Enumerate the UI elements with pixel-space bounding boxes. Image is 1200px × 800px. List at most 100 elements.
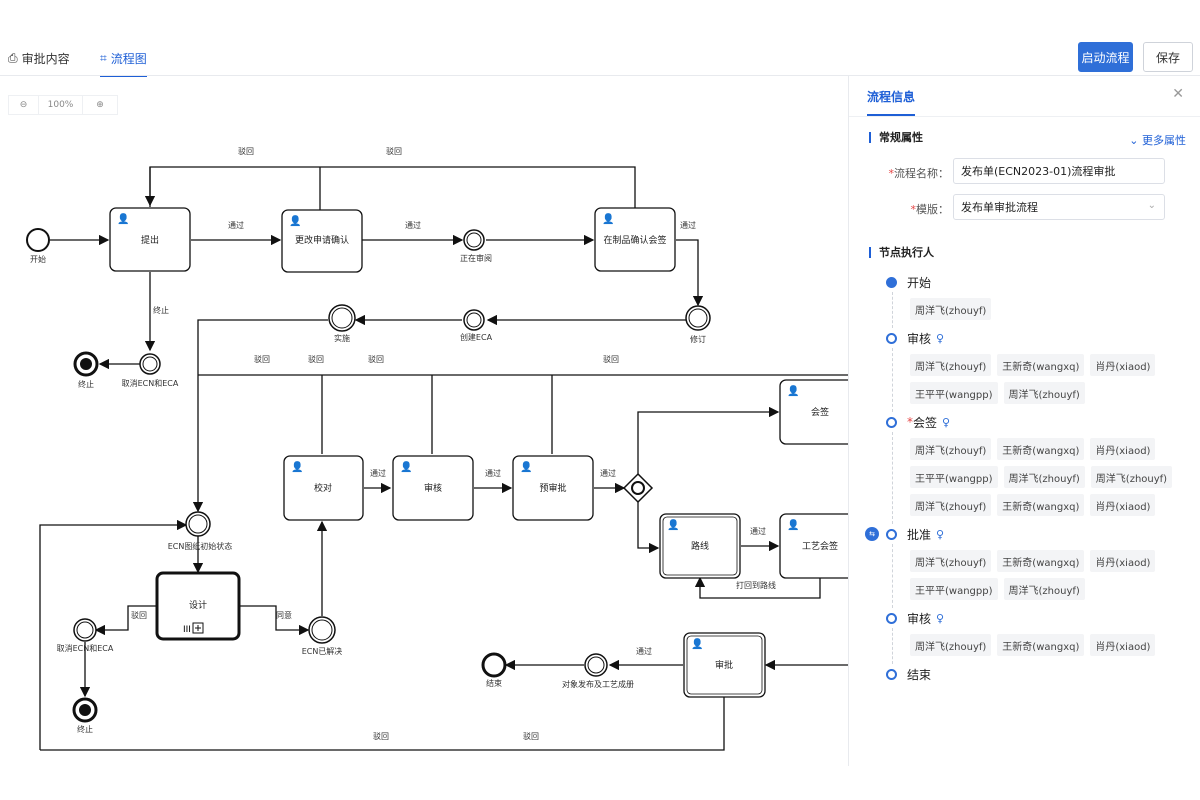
node-label-cancel-top: 取消ECN和ECA: [122, 378, 179, 388]
task-product-confirm[interactable]: 👤: [594, 207, 676, 272]
person-chip[interactable]: 王平平(wangpp): [910, 382, 998, 404]
start-process-button[interactable]: 启动流程: [1078, 42, 1133, 72]
publish-event[interactable]: [584, 653, 608, 677]
person-chip[interactable]: 周洋飞(zhouyf): [910, 634, 992, 656]
edge-label-reject: 驳回: [308, 355, 324, 364]
node-label-revise: 修订: [690, 334, 706, 344]
flowchart-icon: ⌗: [100, 50, 107, 65]
task-check[interactable]: 👤: [283, 455, 364, 521]
task-approve[interactable]: 👤: [683, 632, 766, 698]
node-label-countersign: 会签: [811, 406, 829, 418]
person-chip[interactable]: 王平平(wangpp): [910, 578, 998, 600]
step-dot-icon: [886, 528, 897, 540]
task-review[interactable]: 👤: [392, 455, 474, 521]
svg-text:👤: 👤: [289, 214, 301, 227]
person-chip[interactable]: 周洋飞(zhouyf): [910, 298, 992, 320]
chevron-down-icon: ⌄: [1129, 134, 1139, 147]
zoom-out-icon[interactable]: ⊖: [9, 96, 39, 114]
person-chip[interactable]: 周洋飞(zhouyf): [910, 438, 992, 460]
gateway[interactable]: [622, 472, 654, 504]
more-properties-link[interactable]: ⌄ 更多属性: [1129, 132, 1186, 148]
task-pre-approve[interactable]: 👤: [512, 455, 594, 521]
in-review-event[interactable]: [463, 229, 485, 251]
person-icon[interactable]: ♀: [936, 527, 945, 541]
edge-label-reroute: 打回到路线: [736, 580, 776, 590]
edge-label-reject: 驳回: [523, 732, 539, 741]
person-chip[interactable]: 肖丹(xiaod): [1090, 550, 1156, 572]
step-approve: ⇆批准♀ 周洋飞(zhouyf) 王新奇(wangxq) 肖丹(xiaod) 王…: [865, 524, 1189, 608]
task-countersign[interactable]: 👤: [779, 379, 848, 445]
task-submit[interactable]: 👤: [109, 207, 191, 272]
person-chip[interactable]: 周洋飞(zhouyf): [1003, 382, 1085, 404]
person-chip[interactable]: 王新奇(wangxq): [997, 354, 1085, 376]
person-chip[interactable]: 王新奇(wangxq): [997, 438, 1085, 460]
link-icon[interactable]: ⇆: [865, 527, 879, 541]
node-label-pre-approve: 预审批: [539, 482, 566, 494]
task-change-confirm[interactable]: 👤: [281, 209, 363, 273]
task-process-countersign[interactable]: 👤: [779, 513, 848, 579]
person-chip[interactable]: 周洋飞(zhouyf): [1003, 578, 1085, 600]
person-chip[interactable]: 王平平(wangpp): [910, 466, 998, 488]
node-label-publish: 对象发布及工艺成册: [562, 679, 634, 689]
close-icon[interactable]: ✕: [1172, 86, 1184, 102]
node-label-process-countersign: 工艺会签: [802, 540, 838, 552]
node-label-submit: 提出: [141, 234, 159, 246]
person-chip[interactable]: 周洋飞(zhouyf): [910, 494, 992, 516]
node-label-check: 校对: [314, 482, 332, 494]
tab-approval-content[interactable]: ⎙ 审批内容: [8, 40, 70, 76]
person-icon[interactable]: ♀: [936, 331, 945, 345]
edge-label-reject: 驳回: [131, 611, 147, 620]
ecn-init-event[interactable]: [185, 511, 211, 537]
terminate-top-event[interactable]: [73, 351, 99, 377]
revise-event[interactable]: [685, 305, 711, 331]
label-text: 模版：: [916, 203, 949, 216]
person-icon[interactable]: ♀: [942, 415, 951, 429]
person-chip[interactable]: 肖丹(xiaod): [1090, 634, 1156, 656]
person-chip[interactable]: 王新奇(wangxq): [997, 494, 1085, 516]
person-chip[interactable]: 周洋飞(zhouyf): [910, 550, 992, 572]
node-label-change-confirm: 更改申请确认: [295, 234, 349, 246]
panel-title[interactable]: 流程信息: [867, 90, 916, 116]
step-countersign: *会签♀ 周洋飞(zhouyf) 王新奇(wangxq) 肖丹(xiaod) 王…: [869, 412, 1189, 524]
step-name: 审核: [907, 611, 932, 626]
end-event[interactable]: [481, 652, 507, 678]
edge-label-terminate: 终止: [153, 305, 169, 315]
edge-label-reject: 驳回: [368, 355, 384, 364]
create-eca-event[interactable]: [463, 309, 485, 331]
start-event[interactable]: [26, 228, 50, 252]
person-chip[interactable]: 肖丹(xiaod): [1090, 494, 1156, 516]
process-info-panel: 流程信息 ✕ 常规属性 ⌄ 更多属性 *流程名称： 发布单(ECN2023-01…: [848, 76, 1200, 766]
tab-flowchart[interactable]: ⌗ 流程图: [100, 40, 147, 77]
implement-event[interactable]: [328, 304, 356, 332]
person-chip[interactable]: 周洋飞(zhouyf): [1090, 466, 1173, 488]
divider: [0, 75, 1200, 76]
person-chip[interactable]: 肖丹(xiaod): [1090, 438, 1156, 460]
cancel-top-event[interactable]: [139, 353, 161, 375]
person-icon[interactable]: ♀: [936, 611, 945, 625]
person-chip[interactable]: 王新奇(wangxq): [997, 634, 1085, 656]
task-design[interactable]: III: [155, 571, 241, 641]
svg-text:👤: 👤: [691, 637, 703, 650]
node-label-in-review: 正在审阅: [460, 253, 492, 263]
zoom-in-icon[interactable]: ⊕: [96, 100, 104, 110]
cancel-bottom-event[interactable]: [73, 618, 97, 642]
node-label-terminate-bottom: 终止: [77, 724, 93, 734]
step-review-2: 审核 ♀ 周洋飞(zhouyf) 王新奇(wangxq) 肖丹(xiaod): [869, 608, 1189, 664]
template-select[interactable]: 发布单审批流程⌄: [953, 194, 1165, 220]
save-button[interactable]: 保存: [1143, 42, 1193, 72]
terminate-bottom-event[interactable]: [72, 697, 98, 723]
process-name-label: *流程名称：: [888, 167, 950, 180]
svg-text:👤: 👤: [520, 460, 532, 473]
ecn-solved-event[interactable]: [308, 616, 336, 644]
edge-label-reject: 驳回: [238, 147, 254, 156]
person-chip[interactable]: 王新奇(wangxq): [997, 550, 1085, 572]
person-chip[interactable]: 肖丹(xiaod): [1090, 354, 1156, 376]
person-chip[interactable]: 周洋飞(zhouyf): [1003, 466, 1085, 488]
tab-label: 审批内容: [21, 51, 70, 66]
node-label-ecn-init: ECN图纸初始状态: [168, 541, 233, 551]
edge-label-pass: 通过: [228, 220, 244, 230]
printer-icon: ⎙: [8, 50, 18, 65]
person-chip[interactable]: 周洋飞(zhouyf): [910, 354, 992, 376]
process-name-input[interactable]: 发布单(ECN2023-01)流程审批: [953, 158, 1165, 184]
task-route[interactable]: 👤: [659, 513, 741, 579]
